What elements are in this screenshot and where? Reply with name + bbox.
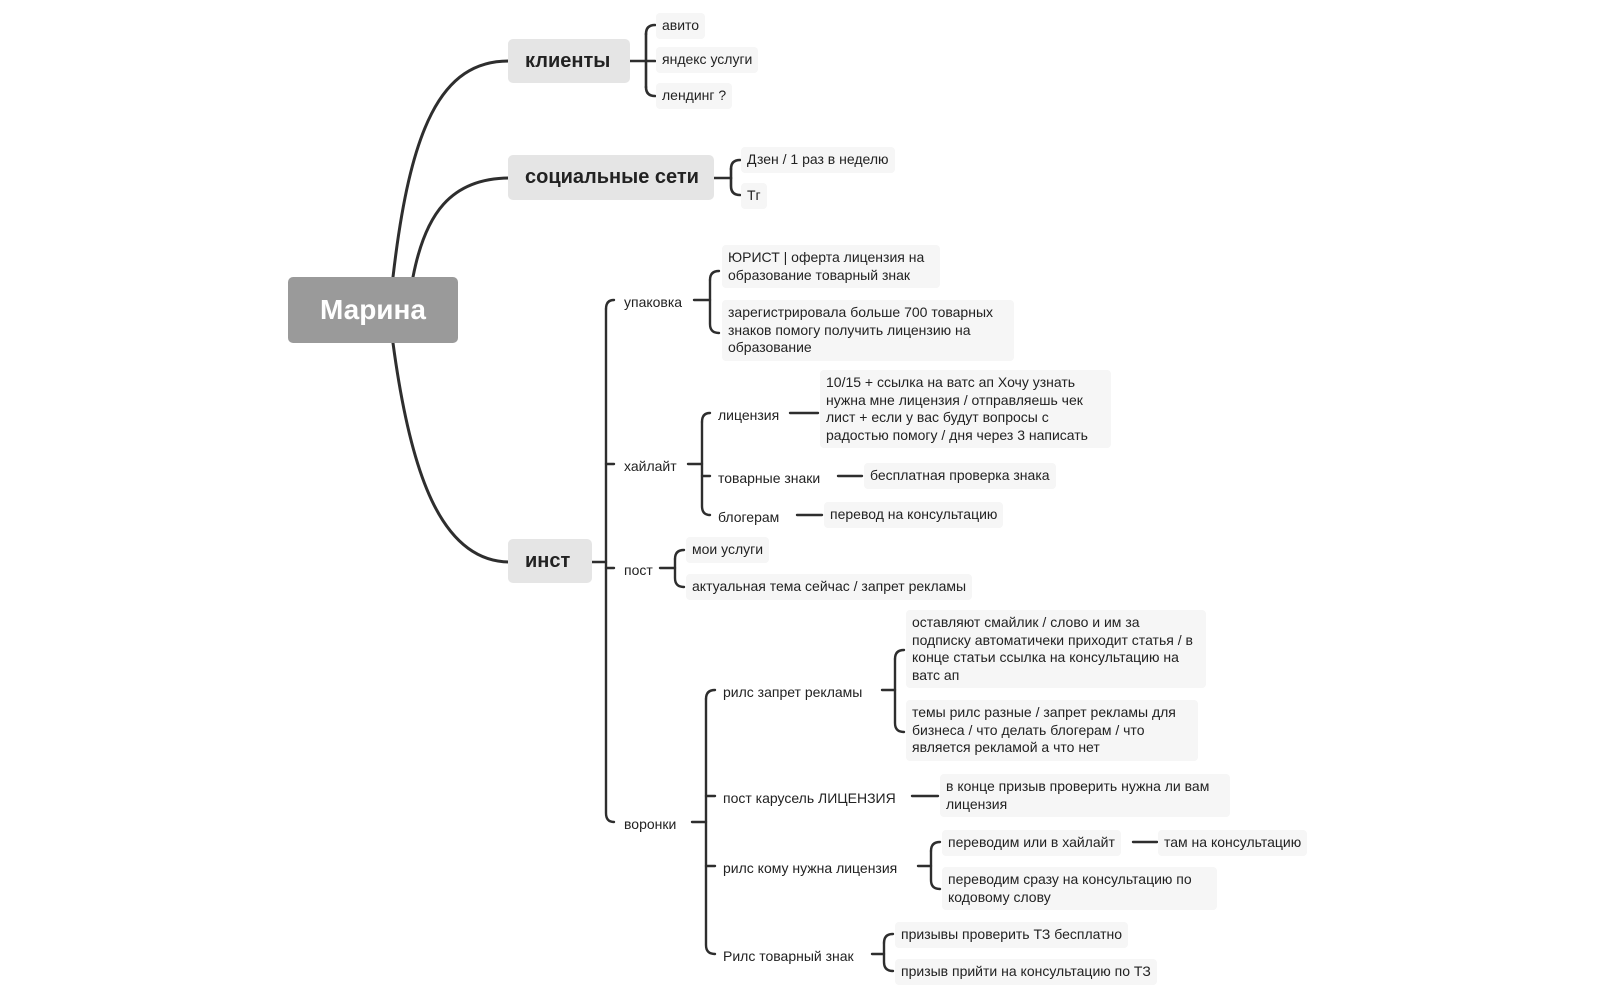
highlight-trademarks-detail[interactable]: бесплатная проверка знака bbox=[864, 463, 1056, 489]
reels-ban-item-topics[interactable]: темы рилс разные / запрет рекламы для би… bbox=[906, 700, 1198, 761]
branch-clients[interactable]: клиенты bbox=[508, 39, 630, 83]
carousel-detail[interactable]: в конце призыв проверить нужна ли вам ли… bbox=[940, 774, 1230, 817]
highlight-bloggers[interactable]: блогерам bbox=[718, 509, 780, 525]
inst-highlight[interactable]: хайлайт bbox=[624, 458, 677, 474]
reels-tm-item-consult[interactable]: призыв прийти на консультацию по ТЗ bbox=[895, 959, 1157, 985]
inst-funnels[interactable]: воронки bbox=[624, 816, 677, 832]
root-node[interactable]: Марина bbox=[288, 277, 458, 343]
social-item-tg[interactable]: Тг bbox=[741, 183, 767, 209]
highlight-bloggers-detail[interactable]: перевод на консультацию bbox=[824, 502, 1004, 528]
branch-social[interactable]: социальные сети bbox=[508, 155, 714, 200]
inst-post[interactable]: пост bbox=[624, 562, 653, 578]
reels-license-item-direct[interactable]: переводим сразу на консультацию по кодов… bbox=[942, 867, 1217, 910]
funnel-reels-ban[interactable]: рилс запрет рекламы bbox=[723, 684, 863, 700]
packaging-item-lawyer[interactable]: ЮРИСТ | оферта лицензия на образование т… bbox=[722, 245, 940, 288]
highlight-license-detail[interactable]: 10/15 + ссылка на ватс ап Хочу узнать ну… bbox=[820, 370, 1111, 448]
funnel-carousel[interactable]: пост карусель ЛИЦЕНЗИЯ bbox=[723, 790, 896, 806]
reels-license-item-consult[interactable]: там на консультацию bbox=[1158, 830, 1308, 856]
highlight-license[interactable]: лицензия bbox=[718, 407, 780, 423]
reels-ban-item-smiley[interactable]: оставляют смайлик / слово и им за подпис… bbox=[906, 610, 1206, 688]
packaging-item-registered[interactable]: зарегистрировала больше 700 товарных зна… bbox=[722, 300, 1014, 361]
branch-inst[interactable]: инст bbox=[508, 539, 592, 583]
funnel-reels-license[interactable]: рилс кому нужна лицензия bbox=[723, 860, 898, 876]
social-item-dzen[interactable]: Дзен / 1 раз в неделю bbox=[741, 147, 895, 173]
funnel-reels-tm[interactable]: Рилс товарный знак bbox=[723, 948, 854, 964]
reels-license-item-highlight[interactable]: переводим или в хайлайт bbox=[942, 830, 1121, 856]
clients-item-avito[interactable]: авито bbox=[656, 13, 706, 39]
post-item-services[interactable]: мои услуги bbox=[686, 537, 770, 563]
reels-tm-item-check[interactable]: призывы проверить ТЗ бесплатно bbox=[895, 922, 1129, 948]
inst-packaging[interactable]: упаковка bbox=[624, 294, 683, 310]
highlight-trademarks[interactable]: товарные знаки bbox=[718, 470, 821, 486]
clients-item-yandex[interactable]: яндекс услуги bbox=[656, 47, 759, 73]
clients-item-landing[interactable]: лендинг ? bbox=[656, 83, 733, 109]
post-item-topic[interactable]: актуальная тема сейчас / запрет рекламы bbox=[686, 574, 973, 600]
